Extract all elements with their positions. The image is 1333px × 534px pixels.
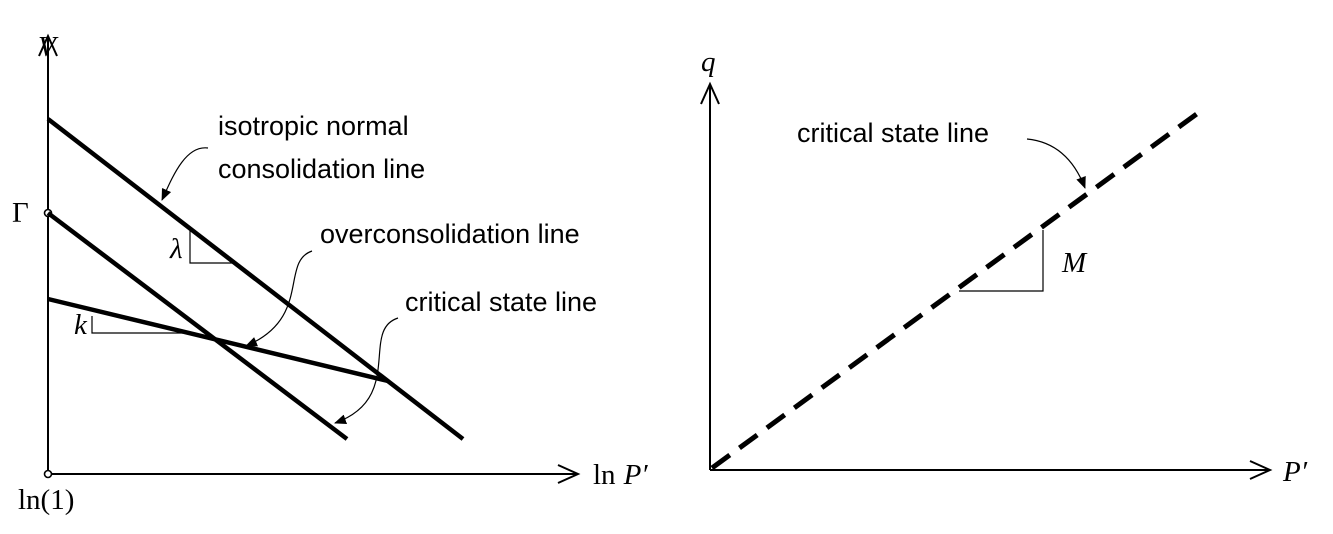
ncl-label-line2: consolidation line (218, 154, 425, 184)
critical-state-line-qp (710, 110, 1200, 471)
right-y-axis (700, 81, 720, 470)
csl-leader-arrow-right (1026, 138, 1086, 189)
left-y-axis-label: V (38, 31, 59, 63)
critical-state-line-vlnp (46, 211, 349, 441)
right-x-axis-label: P′ (1282, 456, 1308, 488)
left-x-axis (48, 464, 581, 484)
left-origin-marker (43, 469, 53, 479)
left-origin-label: ln(1) (18, 484, 74, 516)
kappa-label: k (74, 309, 88, 341)
m-slope-label: M (1061, 247, 1088, 279)
lambda-slope-triangle (189, 229, 237, 264)
csl-label-right: critical state line (797, 118, 989, 148)
kappa-slope-triangle (91, 316, 183, 334)
lambda-label: λ (169, 233, 183, 265)
ocl-label: overconsolidation line (320, 219, 580, 249)
csl-label-left: critical state line (405, 287, 597, 317)
ocl-leader-arrow (245, 250, 313, 347)
m-slope-triangle (959, 230, 1044, 292)
csl-leader-arrow-left (334, 317, 399, 424)
normal-consolidation-line (46, 117, 465, 441)
overconsolidation-line (47, 296, 389, 384)
ncl-leader-arrow (161, 147, 209, 201)
left-y-axis (38, 33, 58, 474)
right-x-axis (710, 460, 1273, 480)
ncl-label-line1: isotropic normal (218, 111, 409, 141)
gamma-label: Γ (12, 197, 29, 229)
right-diagram: q P′ M critical state line (700, 46, 1308, 488)
right-y-axis-label: q (701, 46, 716, 78)
